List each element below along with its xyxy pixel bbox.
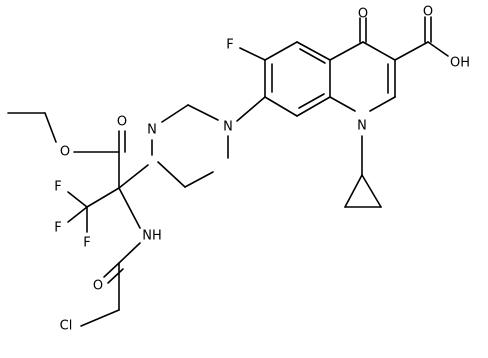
bond [67, 206, 88, 223]
atom-label-chlorine: Cl [60, 319, 73, 334]
atom-labels: O O OH F N N N O O F F F NH O Cl [54, 5, 470, 334]
bond [184, 171, 214, 188]
bond [298, 93, 325, 109]
atom-label-oxygen: O [358, 7, 368, 22]
atom-label-oxygen: O [423, 5, 433, 20]
bond [103, 262, 120, 278]
atom-label-amine: NH [142, 229, 162, 244]
atom-label-oxygen: O [117, 115, 127, 130]
atom-label-fluorine: F [54, 221, 61, 236]
bond [80, 309, 120, 327]
bond [427, 41, 449, 57]
bond [394, 41, 429, 61]
atom-label-hydroxyl: OH [450, 56, 470, 71]
bond [118, 242, 141, 264]
bond [362, 41, 396, 61]
bond [329, 96, 356, 112]
bond [67, 191, 88, 208]
bond [299, 48, 326, 64]
bond [264, 41, 298, 61]
atom-label-fluorine: F [83, 236, 90, 251]
bonds [7, 16, 449, 327]
bond [296, 96, 331, 117]
atom-label-nitrogen: N [357, 119, 367, 134]
atom-label-oxygen: O [60, 145, 70, 160]
bond [118, 187, 141, 229]
atom-label-fluorine: F [226, 38, 233, 53]
bond [369, 96, 396, 112]
bond [44, 112, 57, 143]
atom-label-nitrogen: N [223, 120, 233, 135]
bond [361, 174, 382, 208]
bond [161, 104, 189, 123]
bond [264, 96, 298, 117]
bond [118, 164, 149, 189]
bond [86, 187, 120, 208]
bond [157, 161, 186, 188]
bond [187, 104, 219, 121]
bond [239, 47, 266, 61]
bond [329, 41, 364, 61]
bond [236, 96, 266, 122]
bond [344, 174, 363, 208]
bond [107, 268, 124, 284]
bond [296, 41, 331, 61]
atom-label-fluorine: F [54, 180, 61, 195]
atom-label-nitrogen: N [147, 123, 157, 138]
atom-label-oxygen: O [93, 279, 103, 294]
